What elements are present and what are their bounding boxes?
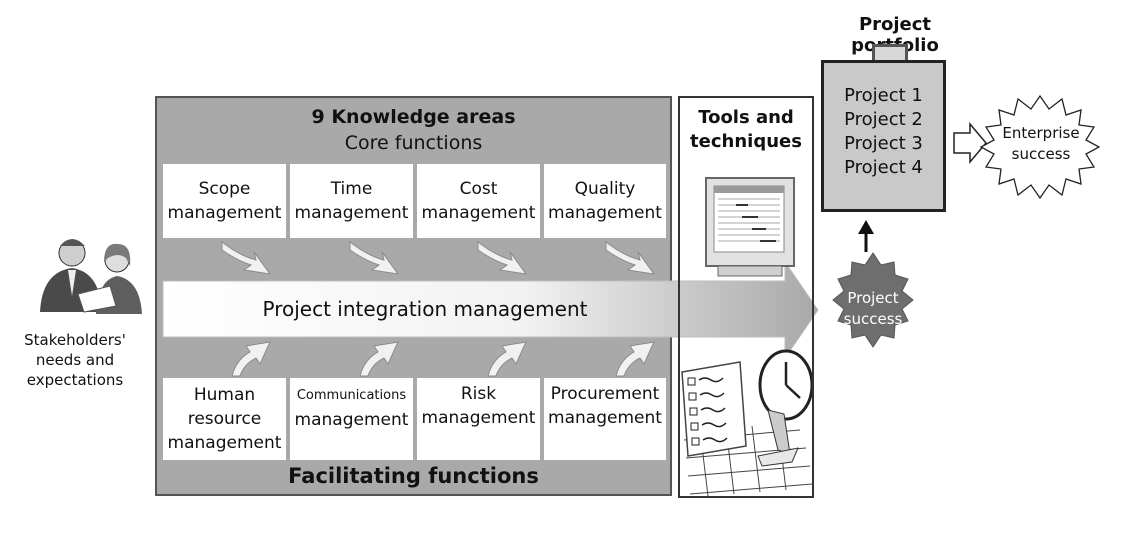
- core-functions-subtitle: Core functions: [344, 132, 483, 154]
- briefcase-handle: [872, 44, 908, 61]
- project-integration-management-label: Project integration management: [262, 297, 588, 321]
- tools-techniques-title: Tools and techniques: [690, 107, 802, 152]
- facilitating-arrows: [231, 341, 655, 377]
- stakeholders-label: Stakeholders' needs and expectations: [24, 331, 126, 389]
- computer-illustration: [705, 177, 795, 277]
- enterprise-success-burst: [979, 94, 1101, 200]
- checklist-clock-illustration: [681, 349, 814, 497]
- core-arrows: [221, 240, 656, 275]
- project-3-label: Project 3: [844, 133, 923, 154]
- tools-techniques-panel: [678, 96, 814, 498]
- project-4-label: Project 4: [844, 157, 923, 178]
- portfolio-briefcase: [821, 60, 946, 212]
- project-success-badge: [832, 252, 914, 348]
- project-1-label: Project 1: [844, 85, 923, 106]
- facilitating-functions-title: Facilitating functions: [288, 464, 539, 488]
- stakeholders-illustration: [40, 239, 142, 314]
- integration-arrow: [162, 260, 819, 360]
- up-arrow-to-portfolio: [858, 220, 874, 252]
- portfolio-to-enterprise-arrow: [953, 121, 987, 165]
- project-2-label: Project 2: [844, 109, 923, 130]
- enterprise-success-label: Enterprise success: [1002, 124, 1080, 163]
- knowledge-areas-title: 9 Knowledge areas: [311, 106, 516, 128]
- project-success-label: Project success: [843, 289, 903, 328]
